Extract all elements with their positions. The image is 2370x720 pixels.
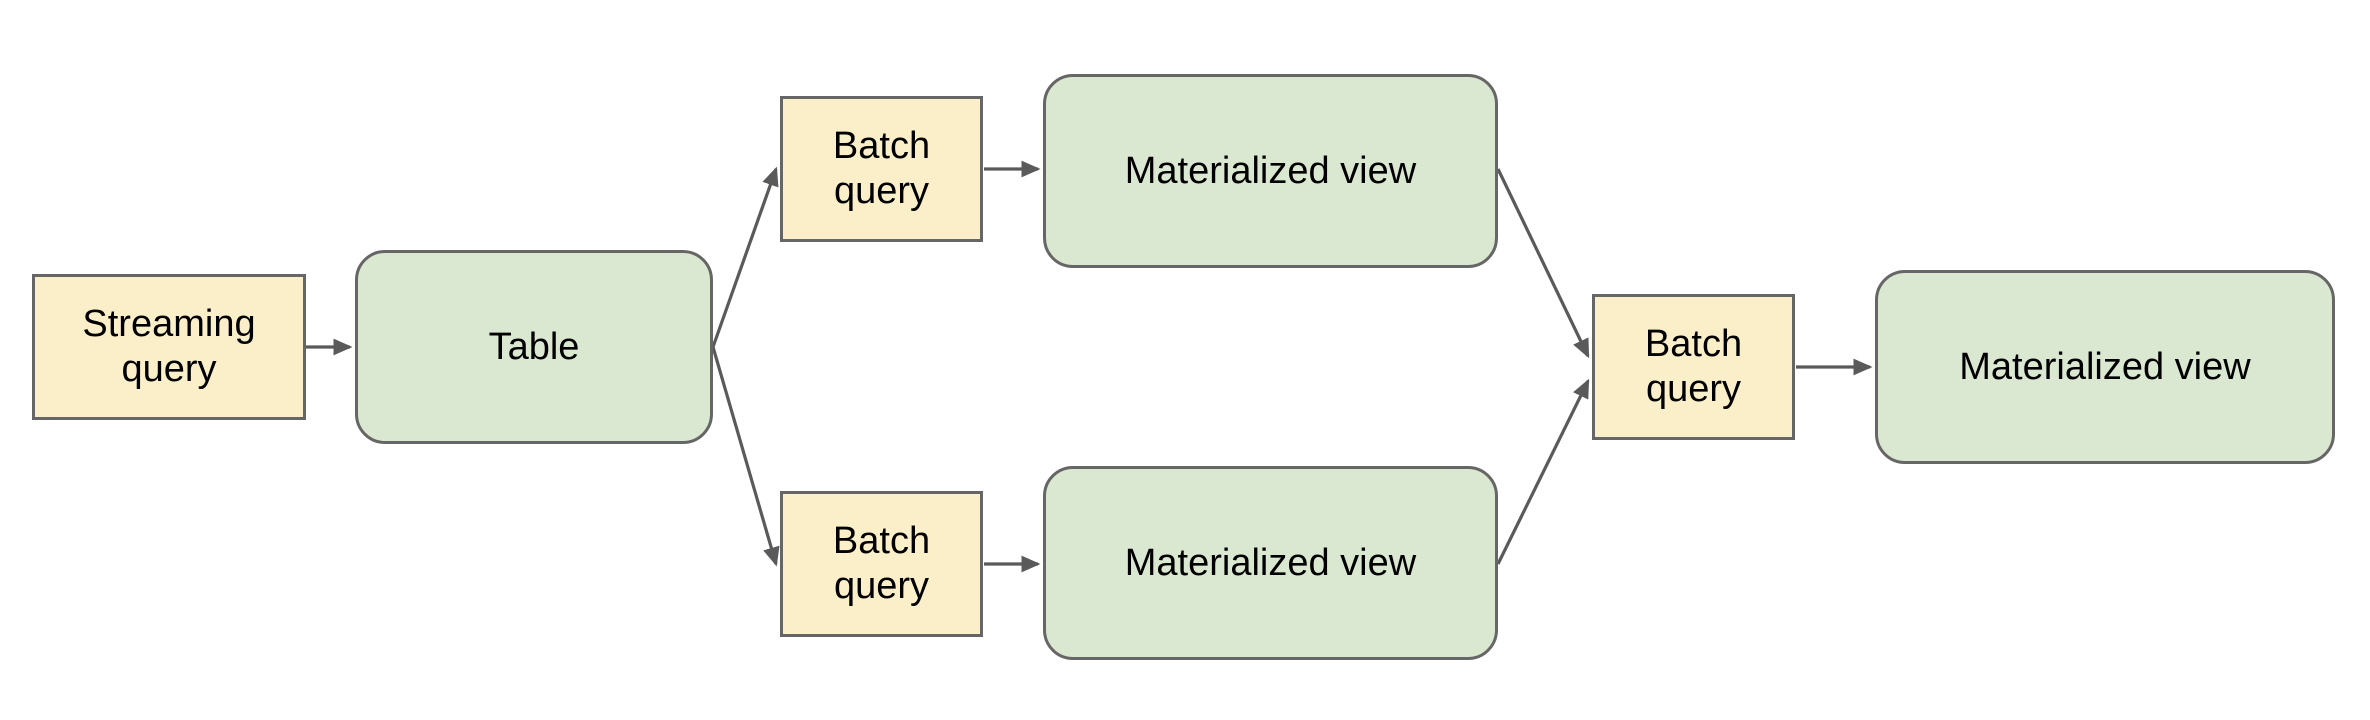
node-streaming-query[interactable]: Streaming query: [32, 274, 306, 420]
node-materialized-view-final[interactable]: Materialized view: [1875, 270, 2335, 464]
node-batch-query-bottom[interactable]: Batch query: [780, 491, 983, 637]
node-label: Batch query: [1644, 323, 1743, 410]
node-materialized-view-bottom[interactable]: Materialized view: [1043, 466, 1498, 660]
edge-table-to-batch-query-bottom: [711, 346, 780, 567]
edge-table-to-batch-query-top: [711, 166, 779, 348]
node-label: Batch query: [832, 125, 931, 212]
node-label: Materialized view: [1124, 541, 1417, 584]
node-batch-query-merge[interactable]: Batch query: [1592, 294, 1795, 440]
node-label: Table: [488, 325, 580, 368]
edge-materialized-view-bottom-to-batch-query-merge: [1496, 378, 1590, 565]
node-label: Streaming query: [82, 303, 256, 390]
node-table[interactable]: Table: [355, 250, 713, 444]
node-materialized-view-top[interactable]: Materialized view: [1043, 74, 1498, 268]
node-label: Batch query: [832, 520, 931, 607]
edge-materialized-view-top-to-batch-query-merge: [1496, 168, 1590, 359]
node-batch-query-top[interactable]: Batch query: [780, 96, 983, 242]
node-label: Materialized view: [1124, 149, 1417, 192]
node-label: Materialized view: [1959, 345, 2251, 388]
